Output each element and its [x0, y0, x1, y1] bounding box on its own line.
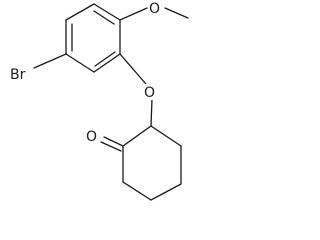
structure-canvas: O Br O O [8, 0, 189, 201]
methoxy-bond [119, 7, 148, 21]
ketone-double-bond [100, 141, 122, 152]
ketone-double-bond [103, 136, 124, 147]
bromine-bond [33, 53, 67, 69]
ring-bond [65, 53, 95, 73]
ring-bond [93, 53, 121, 73]
ether-oxygen-label: O [144, 85, 155, 101]
ether-bond [150, 98, 153, 127]
ring-bond [65, 3, 95, 21]
cyclohexane-bond [122, 181, 152, 201]
ketone-oxygen-label: O [86, 129, 97, 145]
bromine-label: Br [10, 67, 26, 83]
ketone-oxygen-bg [84, 128, 100, 144]
cyclohexane-bond [150, 183, 182, 201]
ring-double-bond [94, 51, 116, 67]
methoxy-oxygen-bg [148, 0, 162, 16]
molecule-structure: O Br O O [8, 0, 189, 201]
bromine-bg [8, 66, 32, 82]
methyl-bond [164, 7, 189, 19]
cyclohexane-bond [150, 125, 182, 147]
ether-bond [119, 53, 147, 85]
ring-bond [93, 3, 121, 21]
ether-oxygen-bg [143, 84, 157, 100]
ring-double-bond [93, 10, 115, 25]
cyclohexane-bond [122, 125, 152, 147]
methoxy-oxygen-label: O [149, 1, 160, 17]
